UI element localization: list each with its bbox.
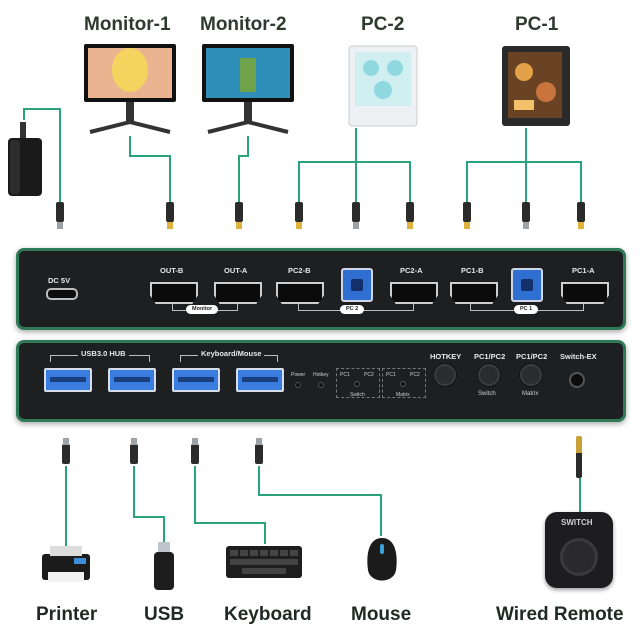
monitor-1-image [84,44,176,134]
hdmi-port-pc1-b[interactable] [450,282,498,304]
dip-matrix-mode [382,368,426,398]
remote-switch-label: SWITCH [561,518,593,527]
hotkey-led-label: Hotkey [313,372,329,378]
dip-switch-mode [336,368,380,398]
label-printer: Printer [36,604,98,625]
power-led-label: Power [291,372,306,378]
dip1-left-label: PC1 [340,372,350,378]
usb-a-port-hub-1[interactable] [44,368,92,392]
dip1-caption: Switch [350,392,365,398]
hdmi-plug-pc2-a [406,202,414,222]
hotkey-led [318,382,324,388]
title-pc-2: PC-2 [361,14,405,35]
switch-button-label: PC1/PC2 [474,352,506,361]
power-adapter-image [8,122,42,196]
hdmi-port-out-b[interactable] [150,282,198,304]
usb-plug-pc1 [522,202,530,222]
hdmi-plug-out-a [235,202,243,222]
matrix-button-caption: Matrix [522,391,539,397]
usb-plug-flash-drive [130,444,138,464]
pc-2-image [348,45,418,127]
usb-flash-drive-image [154,542,174,590]
monitor-2-image [202,44,294,134]
switch-led [354,381,360,387]
title-monitor-1: Monitor-1 [84,14,171,35]
monitor-group-label: Monitor [186,305,219,314]
pc-switch-button[interactable] [478,364,500,386]
dc-port[interactable] [46,288,78,300]
usb-a-port-mouse[interactable] [236,368,284,392]
pc2-a-label: PC2-A [400,266,423,275]
audio-jack-plug [576,436,582,478]
usb-a-port-hub-2[interactable] [108,368,156,392]
keyboard-mouse-label: Keyboard/Mouse [198,349,265,358]
usb-plug-keyboard [191,444,199,464]
hdmi-port-pc1-a[interactable] [561,282,609,304]
usb-plug-printer [62,444,70,464]
hotkey-button-label: HOTKEY [430,352,462,361]
title-pc-1: PC-1 [515,14,559,35]
usb-plug-mouse [255,444,263,464]
pc2-b-label: PC2-B [288,266,311,275]
matrix-button-label: PC1/PC2 [516,352,548,361]
hdmi-port-out-a[interactable] [214,282,262,304]
out-b-label: OUT-B [160,266,184,275]
label-usb: USB [144,604,185,625]
hdmi-port-pc2-a[interactable] [390,282,438,304]
hotkey-button[interactable] [434,364,456,386]
pc-matrix-button[interactable] [520,364,542,386]
label-mouse: Mouse [351,604,412,625]
usb-b-port-pc1[interactable] [511,268,543,302]
mouse-image [367,538,397,581]
usb-hub-label: USB3.0 HUB [78,349,129,358]
hdmi-plug-pc1-b [463,202,471,222]
pc1-group-label: PC 1 [514,305,539,314]
switch-ex-label: Switch-EX [560,352,597,361]
pc2-group-label: PC 2 [340,305,365,314]
pc1-a-label: PC1-A [572,266,595,275]
hdmi-plug-pc2-b [295,202,303,222]
dip2-right-label: PC2 [410,372,420,378]
label-keyboard: Keyboard [224,604,312,625]
dip2-left-label: PC1 [386,372,396,378]
switch-button-caption: Switch [478,391,496,397]
hdmi-plug-out-b [166,202,174,222]
pc1-b-label: PC1-B [461,266,484,275]
keyboard-image [226,546,302,578]
dip1-right-label: PC2 [364,372,374,378]
title-monitor-2: Monitor-2 [200,14,287,35]
usb-c-plug [56,202,64,222]
dc-label: DC 5V [48,276,71,285]
label-wired-remote: Wired Remote [496,604,624,625]
printer-image [42,546,90,582]
power-led [295,382,301,388]
dip2-caption: Matrix [396,392,410,398]
usb-plug-pc2 [352,202,360,222]
out-a-label: OUT-A [224,266,248,275]
remote-button[interactable] [560,538,598,576]
pc-1-image [502,46,570,126]
switch-ex-jack[interactable] [569,372,585,388]
matrix-led [400,381,406,387]
hdmi-plug-pc1-a [577,202,585,222]
usb-a-port-keyboard[interactable] [172,368,220,392]
usb-b-port-pc2[interactable] [341,268,373,302]
hdmi-port-pc2-b[interactable] [276,282,324,304]
